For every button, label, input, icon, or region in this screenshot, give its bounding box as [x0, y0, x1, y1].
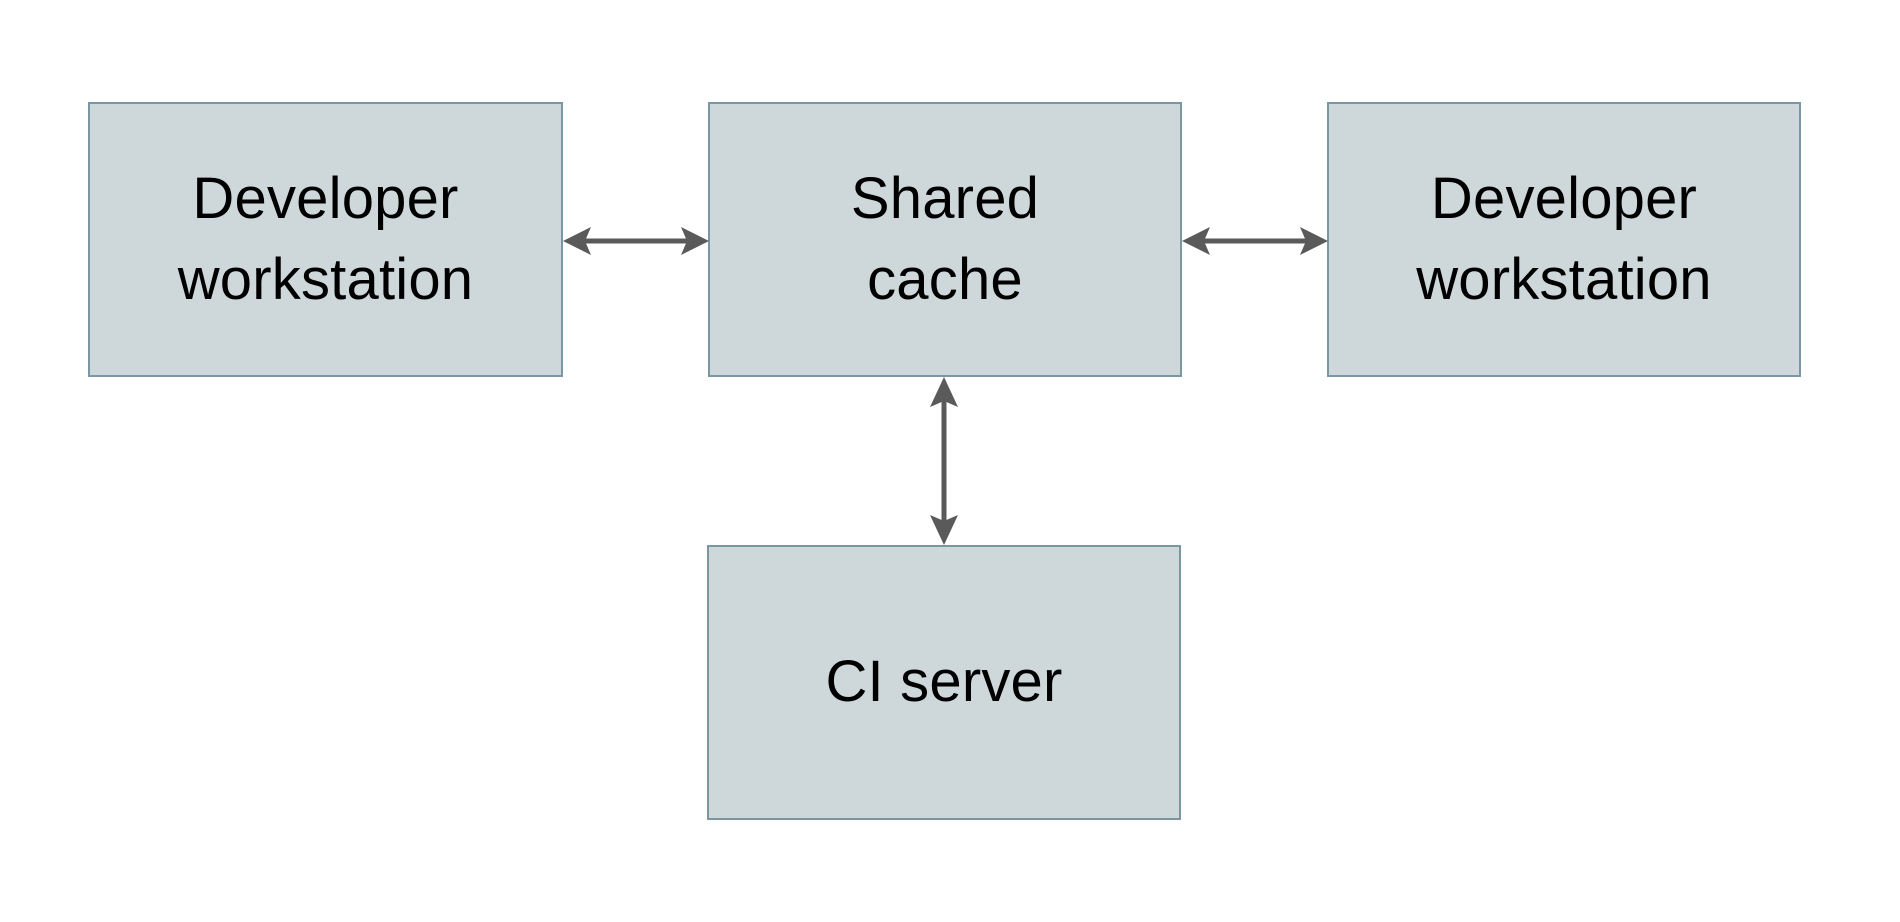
edge-developer-left-to-shared-cache	[561, 216, 711, 266]
edge-shared-cache-to-ci-server	[919, 375, 969, 547]
double-headed-arrow-icon	[930, 377, 958, 545]
node-label: Shared cache	[850, 166, 1040, 312]
node-shared-cache[interactable]: Shared cache	[708, 102, 1182, 377]
node-label: CI server	[825, 649, 1063, 715]
node-ci-server[interactable]: CI server	[707, 545, 1181, 820]
node-label: Developer workstation	[1416, 166, 1712, 312]
edge-shared-cache-to-developer-right	[1180, 216, 1330, 266]
double-headed-arrow-icon	[1182, 227, 1328, 255]
node-developer-workstation-right[interactable]: Developer workstation	[1327, 102, 1801, 377]
node-label: Developer workstation	[177, 166, 474, 312]
node-developer-workstation-left[interactable]: Developer workstation	[88, 102, 563, 377]
double-headed-arrow-icon	[563, 227, 709, 255]
